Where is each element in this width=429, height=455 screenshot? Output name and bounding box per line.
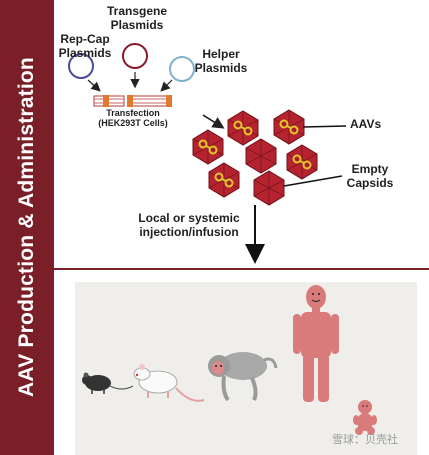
aav-capsid-icon [227,110,259,146]
aav-capsid-icon [192,129,224,165]
rep-cap-plasmid-icon [68,53,94,79]
sidebar-banner: AAV Production & Administration [0,0,54,455]
watermark: 雪球：贝壳社 [332,434,398,446]
aav-capsid-icon [286,144,318,180]
arrow-repcap-icon [87,79,101,92]
aavs-label: AAVs [350,117,382,131]
human-baby-icon [353,400,377,435]
aavs-pointer-icon [302,125,347,128]
monkey-icon [208,352,278,402]
helper-plasmid-icon [169,56,195,82]
mouse-icon [82,372,134,394]
hek293t-cells-icon [93,95,172,107]
empty-capsid-icon [253,170,285,206]
human-adult-icon [293,285,339,402]
arrow-to-aavs-icon [202,114,225,129]
panel-divider [54,268,429,270]
transgene-plasmids-label: Transgene Plasmids [106,4,168,32]
transgene-plasmid-icon [122,43,148,69]
empty-capsids-label: Empty Capsids [346,162,394,190]
rat-icon [133,364,205,402]
injection-label: Local or systemic injection/infusion [138,211,240,239]
rep-cap-plasmids-label: Rep-Cap Plasmids [58,32,112,60]
arrow-helper-icon [160,79,173,92]
empty-capsid-icon [245,138,277,174]
helper-plasmids-label: Helper Plasmids [194,47,248,75]
aav-capsid-icon [208,162,240,198]
transfection-label: Transfection (HEK293T Cells) [98,108,168,129]
aav-capsid-icon [273,109,305,145]
empty-capsids-pointer-icon [283,175,343,187]
